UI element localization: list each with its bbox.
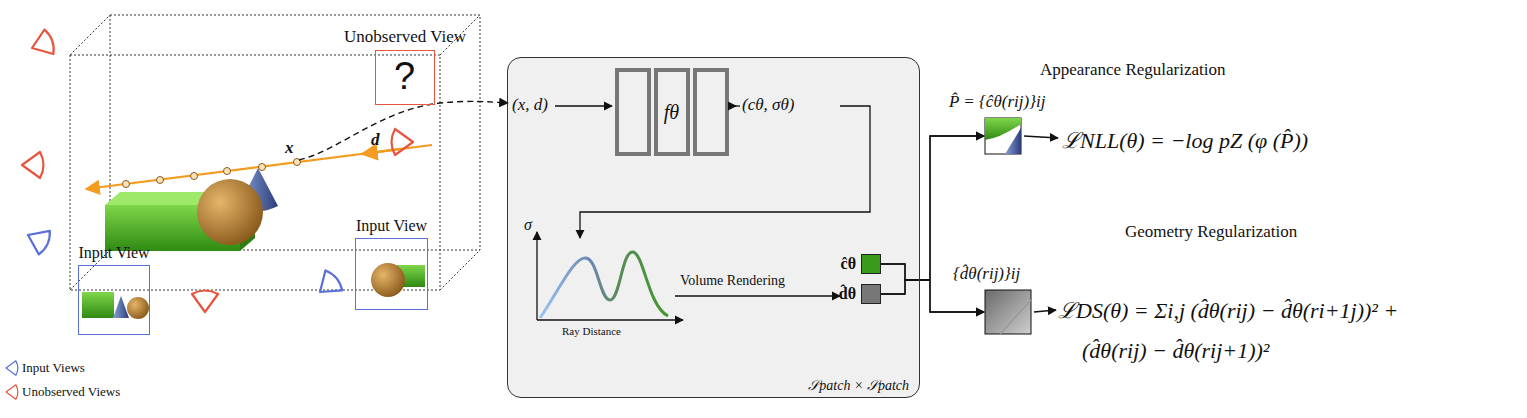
camera-ray (86, 145, 432, 189)
query-link (299, 101, 508, 160)
depth-patch (985, 290, 1031, 334)
svg-shape (1000, 300, 1031, 334)
legend-samples (6, 361, 18, 399)
svg-shape (540, 252, 668, 318)
svg-shape (28, 28, 57, 60)
mlp-block: fθ (618, 71, 728, 155)
svg-shape (82, 292, 114, 318)
text-label: σ (524, 216, 532, 234)
density-plot (537, 232, 683, 320)
connector (881, 280, 984, 312)
svg-shape (192, 291, 218, 313)
svg-shape (580, 106, 870, 238)
depth-patch-node: {d̂θ(rij)}ij (985, 290, 1031, 334)
pipeline-arrows (555, 106, 1058, 312)
svg-shape (123, 181, 130, 188)
svg-shape (555, 105, 612, 106)
connector (881, 136, 984, 280)
legend-entry: Input Views (22, 360, 85, 376)
svg-shape (224, 168, 231, 175)
svg-shape (70, 55, 440, 290)
node-text: fθ (664, 101, 679, 123)
svg-shape (730, 105, 736, 106)
svg-shape (6, 361, 18, 375)
render-panel: 𝒮patch × 𝒮patch fθ ĉθ d̂θ (507, 57, 920, 398)
svg-shape (656, 70, 688, 154)
svg-shape (985, 118, 1021, 140)
panel-fill (507, 57, 920, 398)
color-patch-node: P̂ = {ĉθ(rij)}ij (985, 118, 1021, 154)
svg-shape (191, 173, 198, 180)
input-view-thumb (371, 263, 425, 297)
legend-entry: Unobserved Views (22, 384, 120, 400)
node-text: {d̂θ(rij)}ij (953, 265, 1020, 284)
text-label: Ray Distance (562, 325, 621, 337)
node-text: Unobserved View (344, 28, 466, 47)
svg-shape (312, 268, 345, 302)
svg-shape (1034, 310, 1056, 312)
bounding-cube (70, 15, 480, 290)
svg-shape (985, 118, 1021, 154)
svg-shape (86, 145, 432, 189)
input-view-thumb (82, 292, 149, 319)
svg-shape (371, 263, 405, 297)
node-text: Input View (78, 244, 149, 262)
text-label: x (285, 138, 294, 158)
svg-shape (392, 129, 414, 155)
svg-shape (113, 296, 129, 318)
color-swatch: ĉθ (861, 254, 881, 274)
svg-shape (6, 385, 18, 399)
node-text: d̂θ (839, 285, 856, 303)
text-label: Geometry Regularization (1125, 222, 1297, 242)
svg-shape (985, 290, 1031, 334)
svg-shape (259, 164, 266, 171)
text-label: (cθ, σθ) (740, 95, 796, 115)
svg-shape (537, 319, 683, 320)
depth-swatch: d̂θ (861, 284, 881, 304)
input-view-box: Input View (355, 238, 428, 310)
svg-shape (617, 70, 649, 154)
svg-shape (157, 177, 164, 184)
node-text: ? (394, 56, 415, 98)
svg-shape (70, 15, 480, 290)
svg-shape (536, 232, 537, 320)
node-text: Input View (356, 217, 427, 235)
brown-sphere (197, 179, 263, 245)
text-label: (x, d) (512, 95, 548, 115)
text-label: ℒDS(θ) = Σi,j (d̂θ(rij) − d̂θ(ri+1j))² + (1058, 294, 1398, 324)
svg-shape (1024, 136, 1058, 138)
svg-shape (22, 152, 44, 178)
input-view-box: Input View (78, 265, 150, 335)
text-label: (d̂θ(rij) − d̂θ(rij+1))² (1082, 338, 1269, 364)
svg-shape (23, 223, 53, 256)
node-text: 𝒮patch × 𝒮patch (808, 378, 909, 393)
text-label: Appearance Regularization (1040, 60, 1226, 80)
svg-shape (675, 295, 840, 296)
color-patch (985, 118, 1021, 154)
node-text: ĉθ (841, 255, 856, 273)
svg-shape (695, 70, 727, 154)
svg-shape (1005, 128, 1021, 154)
text-label: d (371, 130, 380, 150)
input-cameras (23, 223, 345, 302)
svg-shape (127, 297, 149, 319)
node-text: P̂ = {ĉθ(rij)}ij (949, 93, 1045, 112)
svg-shape (123, 159, 301, 188)
mlp-layers (617, 70, 727, 154)
unobserved-view-box: Unobserved View? (375, 50, 435, 105)
text-label: Volume Rendering (680, 273, 785, 289)
text-label: ℒNLL(θ) = −log pZ (φ (P̂)) (1062, 124, 1308, 154)
